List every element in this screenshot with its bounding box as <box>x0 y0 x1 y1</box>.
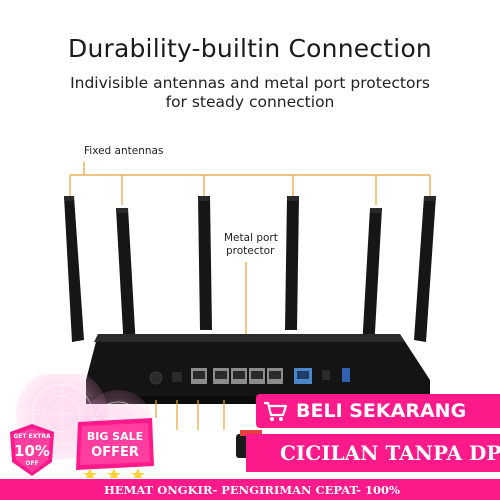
port-protector-callout-line-1: Metal port <box>224 232 278 244</box>
svg-text:OFFER: OFFER <box>91 445 139 460</box>
antenna-callout-lines <box>69 162 431 205</box>
star-icon <box>131 468 145 478</box>
page-title: Durability-builtin Connection <box>68 34 432 63</box>
svg-text:OFF: OFF <box>25 460 38 467</box>
svg-text:10%: 10% <box>14 442 50 460</box>
star-icon <box>83 468 97 478</box>
buy-now-label: BELI SEKARANG <box>296 400 467 422</box>
subtitle-line-2: for steady connection <box>165 93 335 111</box>
router-body <box>86 334 430 400</box>
installment-label: CICILAN TANPA DP <box>280 441 500 465</box>
promo-ticker-text: HEMAT ONGKIR- PENGIRIMAN CEPAT- 100% <box>104 482 400 497</box>
antennas <box>64 196 436 350</box>
promo-ticker: HEMAT ONGKIR- PENGIRIMAN CEPAT- 100% <box>0 479 500 500</box>
port-protector-callout-line-2: protector <box>226 245 275 257</box>
buy-now-button[interactable]: BELI SEKARANG <box>256 394 500 428</box>
rear-ports <box>149 368 350 385</box>
subtitle-line-1: Indivisible antennas and metal port prot… <box>70 74 430 92</box>
shopping-cart-icon <box>264 401 288 421</box>
star-icon <box>107 468 121 478</box>
extra-discount-badge: GET EXTRA 10% OFF <box>10 424 54 476</box>
big-sale-badge: BIG SALE OFFER <box>76 418 154 478</box>
svg-text:BIG SALE: BIG SALE <box>87 430 143 443</box>
installment-banner[interactable]: CICILAN TANPA DP <box>246 434 500 472</box>
antennas-callout-label: Fixed antennas <box>84 145 164 157</box>
svg-text:GET EXTRA: GET EXTRA <box>13 433 51 440</box>
